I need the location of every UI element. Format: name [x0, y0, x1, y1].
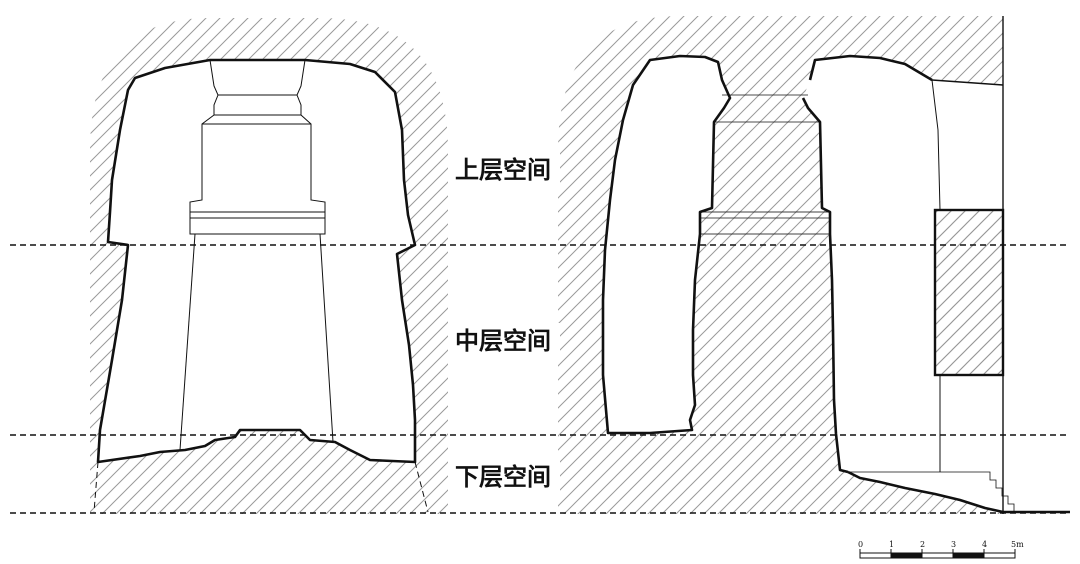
middle-label-bg — [452, 323, 560, 357]
right-chamber-left-wall — [801, 97, 849, 474]
scale-segment-outline — [859, 552, 1016, 559]
scale-tick-2: 2 — [920, 540, 925, 549]
scale-bar: 0 1 2 3 4 5m — [858, 540, 1024, 559]
middle-space-label: 中层空间 — [455, 327, 551, 355]
scale-segment-3 — [953, 553, 984, 558]
right-main-chamber — [803, 56, 1003, 512]
right-inner-wall — [931, 79, 941, 472]
right-chamber-outline — [808, 54, 933, 82]
left-cave-void — [96, 58, 417, 464]
scale-tick-3: 3 — [951, 540, 956, 549]
level-dividers — [10, 244, 1070, 514]
right-side-niche — [933, 208, 1005, 377]
right-ground-clear — [1003, 440, 1070, 514]
scale-tick-1: 1 — [889, 540, 894, 549]
scale-tick-0: 0 — [858, 540, 863, 549]
lower-label-bg — [452, 459, 560, 493]
right-left-column — [601, 54, 732, 435]
left-section — [90, 18, 448, 514]
upper-label-bg — [452, 152, 560, 186]
scale-tick-4: 4 — [982, 540, 987, 549]
right-floor-stairs — [848, 471, 1015, 512]
right-section — [558, 16, 1070, 514]
left-base-dash-left — [93, 461, 99, 513]
scale-segment-1 — [891, 553, 922, 558]
left-central-niche — [179, 59, 334, 451]
right-central-niche — [699, 94, 831, 235]
upper-space-label: 上层空间 — [455, 156, 551, 184]
lower-space-label: 下层空间 — [455, 463, 551, 491]
scale-tick-5m: 5m — [1011, 540, 1024, 549]
left-base-dash-right — [414, 461, 429, 513]
right-ground-line — [847, 470, 1070, 514]
right-niche-top — [931, 79, 1004, 86]
